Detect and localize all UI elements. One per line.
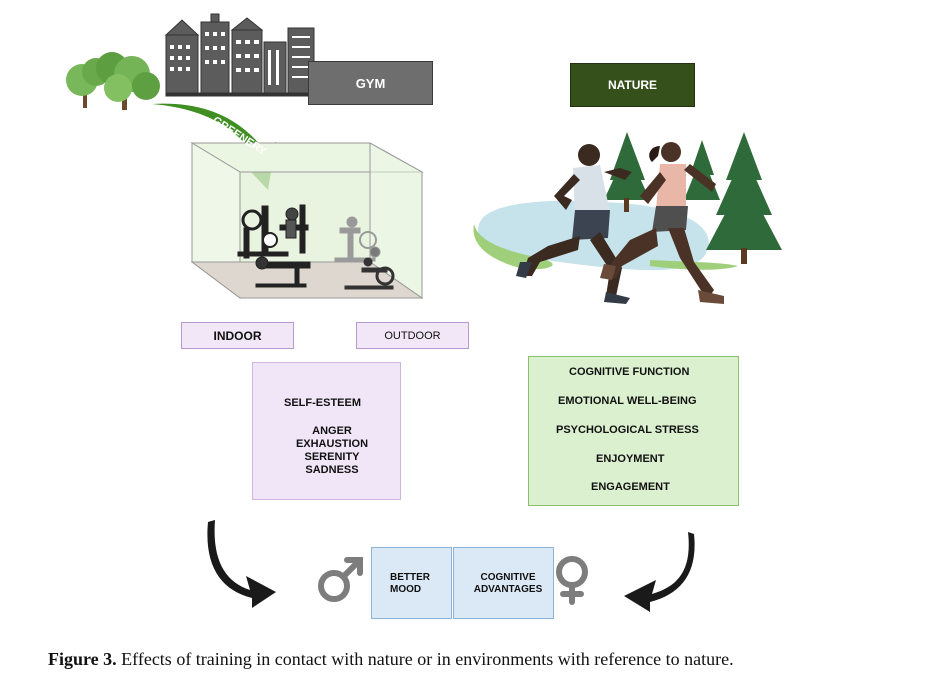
nature-effect-item: ENJOYMENT bbox=[596, 453, 665, 465]
figure-caption: Figure 3. Effects of training in contact… bbox=[48, 649, 928, 670]
better-mood-label: BETTER MOOD bbox=[390, 572, 430, 595]
cognitive-advantages-box bbox=[453, 547, 554, 619]
runners-icon bbox=[516, 142, 724, 304]
nature-effect-item: COGNITIVE FUNCTION bbox=[569, 366, 690, 378]
indoor-down-item: SADNESS bbox=[305, 464, 359, 476]
nature-effects-panel bbox=[528, 356, 739, 506]
better-mood-box bbox=[371, 547, 452, 619]
curved-arrow-icon bbox=[207, 520, 276, 608]
indoor-down-item: SERENITY bbox=[304, 451, 360, 463]
tree-icon bbox=[66, 52, 160, 110]
female-symbol-icon bbox=[556, 556, 588, 605]
caption-text: Effects of training in contact with natu… bbox=[116, 649, 734, 669]
gym-label: GYM bbox=[308, 61, 433, 105]
nature-effect-item: EMOTIONAL WELL-BEING bbox=[558, 395, 697, 407]
caption-label: Figure 3. bbox=[48, 649, 117, 669]
indoor-label: INDOOR bbox=[181, 322, 294, 349]
indoor-effects-panel bbox=[252, 362, 401, 500]
nature-effect-item: ENGAGEMENT bbox=[591, 481, 670, 493]
nature-label: NATURE bbox=[570, 63, 695, 107]
indoor-down-item: ANGER bbox=[312, 425, 352, 437]
gym-glass-box-icon bbox=[190, 142, 424, 299]
cognitive-advantages-label: COGNITIVE ADVANTAGES bbox=[473, 572, 543, 595]
curved-arrow-icon bbox=[624, 532, 695, 612]
indoor-down-item: EXHAUSTION bbox=[295, 438, 369, 450]
male-symbol-icon bbox=[318, 557, 363, 602]
indoor-down-list: ANGER EXHAUSTION SERENITY SADNESS bbox=[284, 425, 380, 477]
outdoor-label: OUTDOOR bbox=[356, 322, 469, 349]
nature-effect-item: PSYCHOLOGICAL STRESS bbox=[556, 424, 699, 436]
indoor-up-item: SELF-ESTEEM bbox=[284, 397, 362, 409]
